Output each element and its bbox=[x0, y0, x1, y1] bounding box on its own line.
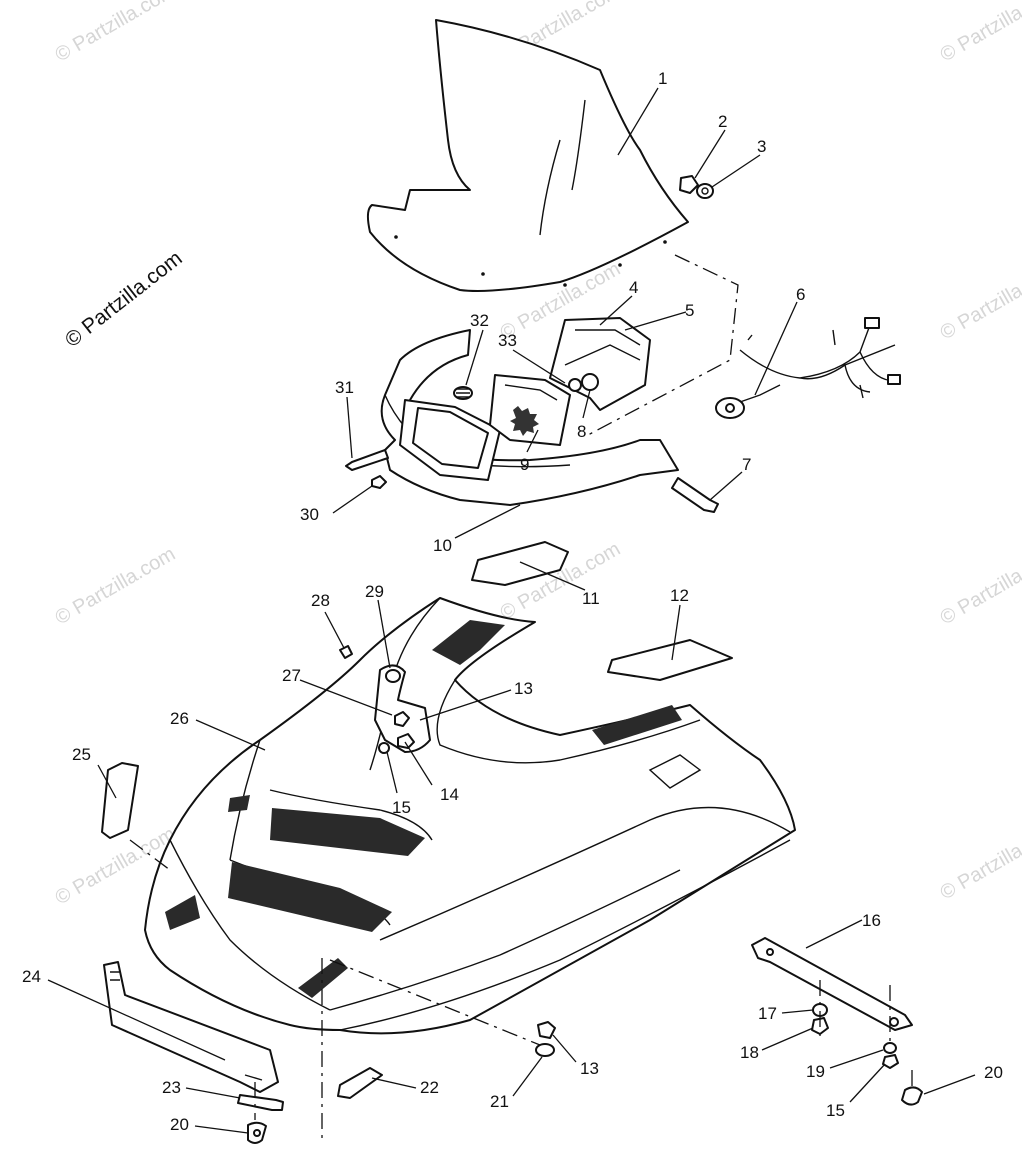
callout-4: 4 bbox=[629, 278, 638, 297]
callout-20-right: 20 bbox=[984, 1063, 1003, 1082]
watermark-tile: © Partzilla.com bbox=[937, 543, 1022, 629]
callout-15-left: 15 bbox=[392, 798, 411, 817]
vent-panels bbox=[165, 620, 682, 998]
callout-21: 21 bbox=[490, 1092, 509, 1111]
callout-29: 29 bbox=[365, 582, 384, 601]
watermark-main: © Partzilla.com bbox=[61, 247, 187, 352]
windshield bbox=[366, 19, 689, 292]
callout-10: 10 bbox=[433, 536, 452, 555]
nut-30 bbox=[371, 475, 387, 489]
callout-3: 3 bbox=[757, 137, 766, 156]
watermark-tile: © Partzilla.com bbox=[52, 543, 180, 629]
callout-11: 11 bbox=[582, 589, 600, 608]
watermark-tile: © Partzilla.com bbox=[937, 818, 1022, 904]
callout-31: 31 bbox=[335, 378, 354, 397]
nut-13-lower bbox=[535, 1021, 556, 1057]
callout-14: 14 bbox=[440, 785, 459, 804]
screw-31 bbox=[345, 449, 389, 471]
callout-1: 1 bbox=[658, 69, 667, 88]
bolt-23 bbox=[237, 1094, 284, 1111]
callout-5: 5 bbox=[685, 301, 694, 320]
assembly-line bbox=[329, 959, 541, 1046]
callout-33: 33 bbox=[498, 331, 517, 350]
callout-16: 16 bbox=[862, 911, 881, 930]
clip-20-left bbox=[247, 1121, 267, 1144]
bulb bbox=[568, 373, 599, 392]
callout-22: 22 bbox=[420, 1078, 439, 1097]
callout-18: 18 bbox=[740, 1043, 759, 1062]
callout-30: 30 bbox=[300, 505, 319, 524]
callout-labels: 1 2 3 4 5 6 7 8 9 10 11 12 13 13 14 15 1… bbox=[22, 69, 1003, 1134]
callout-24: 24 bbox=[22, 967, 41, 986]
callout-27: 27 bbox=[282, 666, 301, 685]
callout-15-right: 15 bbox=[826, 1101, 845, 1120]
assembly-line bbox=[587, 254, 739, 436]
watermark-tile: © Partzilla.com bbox=[937, 0, 1022, 66]
callout-7: 7 bbox=[742, 455, 751, 474]
hinge-bracket bbox=[339, 645, 431, 754]
pad-22 bbox=[337, 1067, 383, 1099]
callout-12: 12 bbox=[670, 586, 689, 605]
callout-28: 28 bbox=[311, 591, 330, 610]
adjuster-spring bbox=[453, 386, 473, 400]
callout-32: 32 bbox=[470, 311, 489, 330]
rubber-pad bbox=[101, 762, 139, 839]
right-fasteners bbox=[811, 980, 923, 1106]
decal-12 bbox=[607, 639, 733, 681]
assembly-line bbox=[129, 839, 171, 871]
wiring-harness bbox=[715, 317, 901, 419]
callout-25: 25 bbox=[72, 745, 91, 764]
callout-19: 19 bbox=[806, 1062, 825, 1081]
callout-9: 9 bbox=[520, 455, 529, 474]
watermark-tile: © Partzilla.com bbox=[937, 258, 1022, 344]
callout-6: 6 bbox=[796, 285, 805, 304]
watermark-tile: © Partzilla.com bbox=[52, 0, 180, 66]
decal-11 bbox=[471, 541, 569, 586]
leader-lines bbox=[47, 87, 976, 1134]
hood-bracket-left bbox=[103, 961, 279, 1093]
callout-23: 23 bbox=[162, 1078, 181, 1097]
hood-bracket-right bbox=[751, 937, 913, 1031]
callout-26: 26 bbox=[170, 709, 189, 728]
screw-7 bbox=[671, 477, 719, 513]
callout-8: 8 bbox=[577, 422, 586, 441]
windshield-nut bbox=[679, 175, 714, 199]
headlight bbox=[399, 374, 571, 481]
callout-2: 2 bbox=[718, 112, 727, 131]
callout-13-lower: 13 bbox=[580, 1059, 599, 1078]
callout-13-upper: 13 bbox=[514, 679, 533, 698]
callout-20-left: 20 bbox=[170, 1115, 189, 1134]
callout-17: 17 bbox=[758, 1004, 777, 1023]
